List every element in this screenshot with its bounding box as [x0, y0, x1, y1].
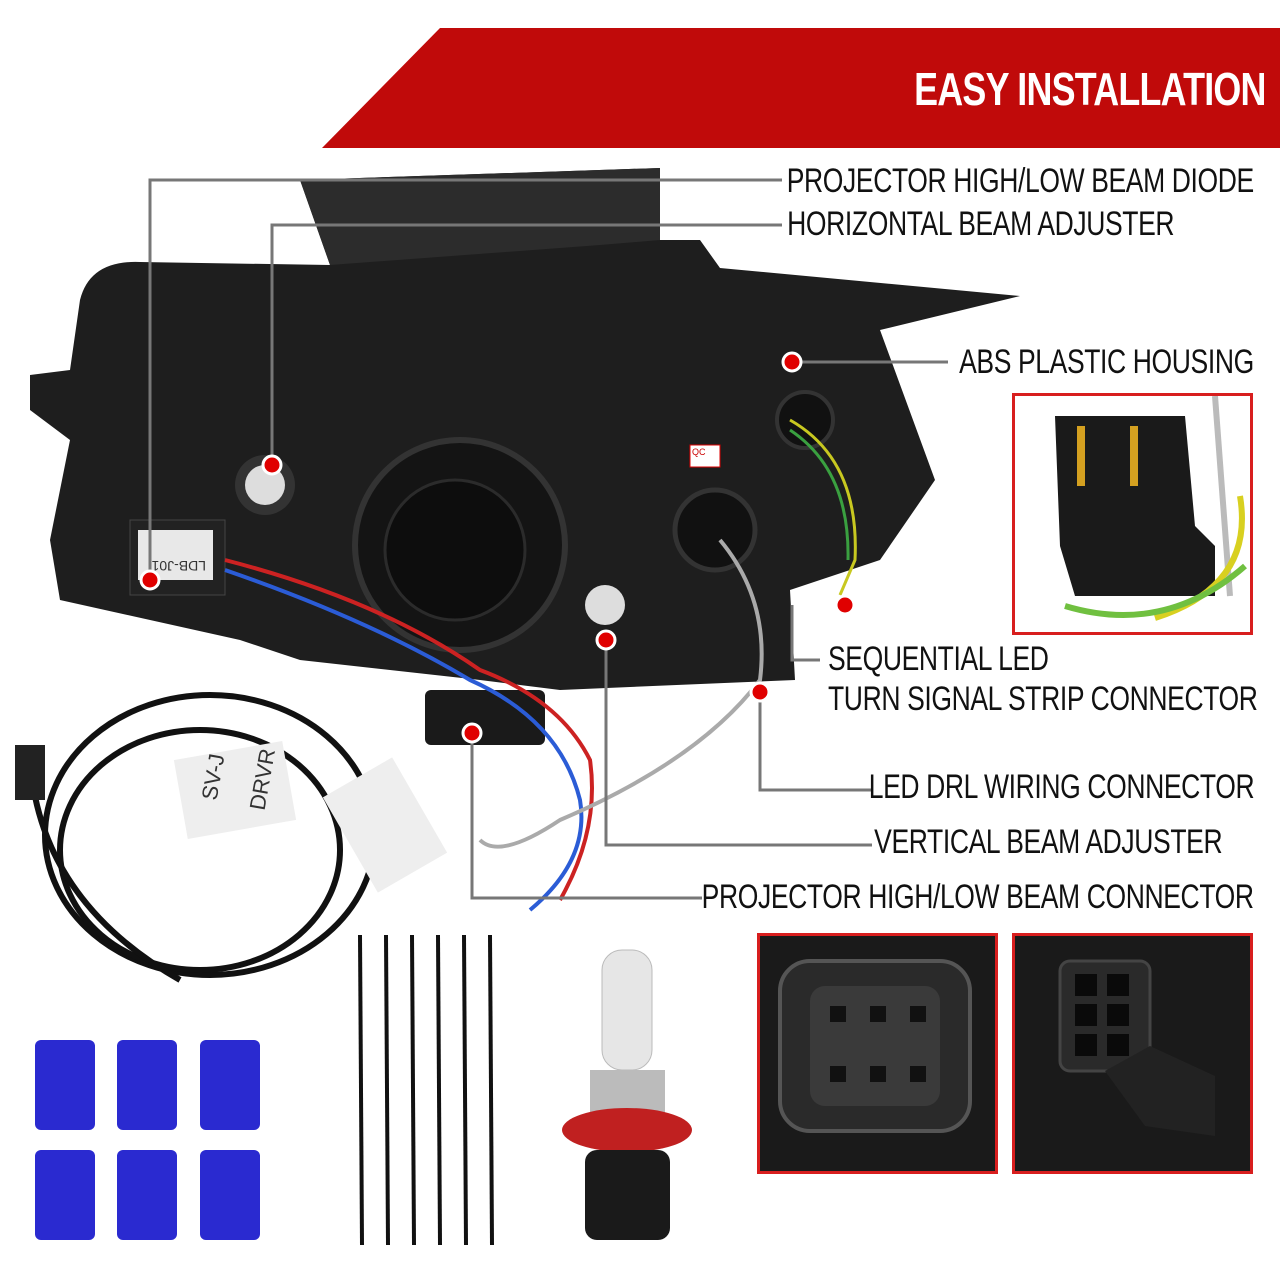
leader-lines: [148, 178, 948, 900]
inset-drl-connector: [1012, 933, 1253, 1174]
callout-sequential-led-line2: TURN SIGNAL STRIP CONNECTOR: [828, 680, 1258, 718]
banner-title: EASY INSTALLATION: [914, 63, 1266, 115]
callout-projector-connector: PROJECTOR HIGH/LOW BEAM CONNECTOR: [702, 878, 1254, 916]
callout-sequential-led-line1: SEQUENTIAL LED: [828, 640, 1049, 678]
callout-projector-diode: PROJECTOR HIGH/LOW BEAM DIODE: [786, 162, 1254, 200]
inset-sequential-connector: [1012, 393, 1253, 635]
harness-tag: [173, 741, 297, 839]
title-banner: [322, 28, 1280, 148]
callout-abs-housing: ABS PLASTIC HOUSING: [959, 343, 1254, 381]
callout-dots: [139, 351, 856, 744]
callout-drl-connector: LED DRL WIRING CONNECTOR: [868, 768, 1254, 806]
h11-bulb: [562, 949, 692, 1240]
zip-ties: [358, 934, 494, 1246]
inset-projector-connector: [757, 933, 998, 1174]
callout-vertical-adjuster: VERTICAL BEAM ADJUSTER: [873, 823, 1222, 861]
module-sticker-label: LDB-J01: [151, 558, 206, 574]
qc-sticker-label: QC: [692, 447, 706, 457]
callout-horizontal-adjuster: HORIZONTAL BEAM ADJUSTER: [786, 205, 1174, 243]
wire-taps: [35, 1040, 260, 1240]
wiring-harness: [27, 692, 378, 983]
